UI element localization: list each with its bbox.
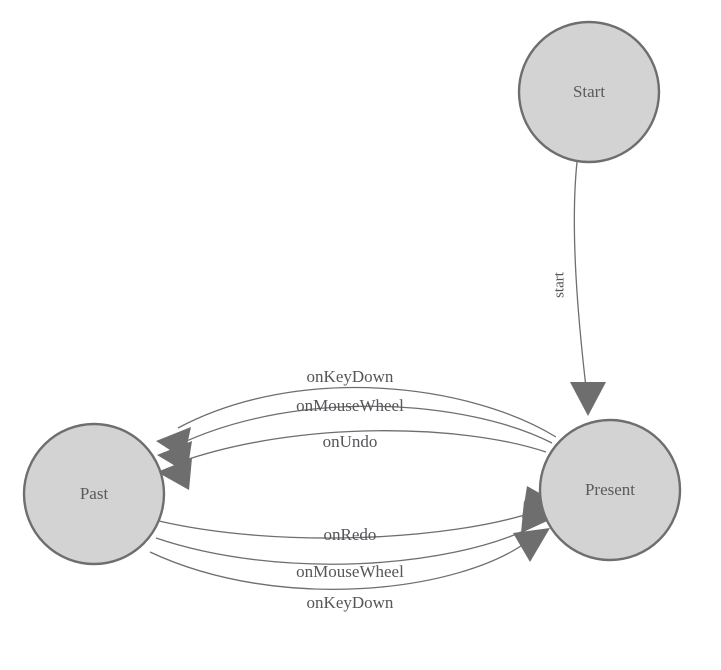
arrowhead-present-to-past-onundo [157, 458, 192, 490]
node-start-circle [517, 20, 661, 164]
arrowhead-past-to-present-onkeydown [513, 528, 550, 562]
edge-past-to-present-onredo[interactable]: onRedo [158, 486, 557, 544]
node-present-circle [538, 418, 682, 562]
node-start[interactable]: Start [517, 20, 661, 164]
edge-label-present-to-past-onkeydown: onKeyDown [307, 367, 394, 386]
node-past-label: Past [80, 484, 109, 503]
edge-label-past-to-present-onredo: onRedo [324, 525, 377, 544]
arrowhead-start-to-present [570, 382, 606, 416]
edge-label-present-to-past-onmousewheel: onMouseWheel [296, 396, 404, 415]
edge-present-to-past-onmousewheel-path [179, 405, 553, 445]
edge-present-to-past-onundo-path [179, 430, 547, 463]
edge-past-to-present-onmousewheel-path [155, 526, 533, 565]
edge-past-to-present-onredo-path [158, 511, 535, 539]
edge-present-to-past-onkeydown-path [177, 386, 557, 438]
edge-past-to-present-onmousewheel[interactable]: onMouseWheel [155, 501, 556, 581]
arrowhead-past-to-present-onmousewheel [521, 501, 556, 533]
node-start-label: Start [573, 82, 605, 101]
node-past[interactable]: Past [22, 422, 166, 566]
edge-start-to-present-path [573, 161, 588, 397]
node-present-label: Present [585, 480, 635, 499]
edge-present-to-past-onundo[interactable]: onUndo [157, 430, 547, 490]
node-present[interactable]: Present [538, 418, 682, 562]
node-past-circle [22, 422, 166, 566]
edge-label-start: start [551, 271, 567, 298]
edge-label-past-to-present-onmousewheel: onMouseWheel [296, 562, 404, 581]
edge-past-to-present-onkeydown-path [149, 540, 529, 590]
edge-label-past-to-present-onkeydown: onKeyDown [307, 593, 394, 612]
edge-label-present-to-past-onundo: onUndo [323, 432, 378, 451]
edge-past-to-present-onkeydown[interactable]: onKeyDown [149, 528, 550, 612]
edge-start-to-present[interactable]: start [551, 161, 606, 416]
